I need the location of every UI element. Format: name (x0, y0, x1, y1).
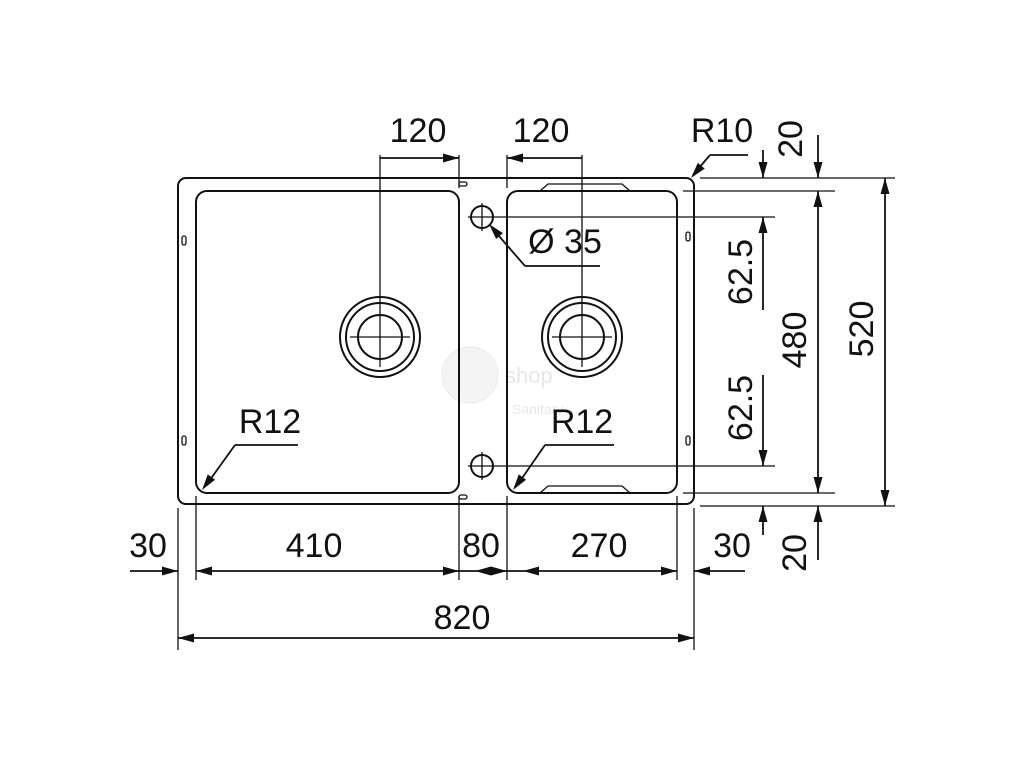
dim-label: 410 (286, 527, 343, 565)
dim-overall-width: 820 (178, 599, 694, 643)
left-drain (339, 155, 421, 378)
left-bowl (195, 190, 460, 494)
watermark-logo-icon (441, 346, 499, 404)
dim-label: 80 (462, 527, 500, 565)
dim-label: 20 (776, 534, 814, 572)
dim-label: 820 (434, 599, 491, 637)
dim-top-right-120: 120 (507, 112, 582, 163)
watermark-subtext: Sanitary (512, 401, 563, 417)
dim-vertical-520: 520 (843, 178, 890, 506)
sink-outline (177, 177, 695, 505)
extension-lines (177, 155, 895, 650)
dim-label: 30 (713, 527, 751, 565)
dim-label: 62.5 (722, 375, 760, 441)
tap-hole-bottom (468, 452, 496, 480)
dim-vertical-62-5-column: 62.5 62.5 (722, 150, 768, 535)
dim-label: 480 (776, 312, 814, 369)
overflow-slot (685, 231, 691, 242)
dim-label: Ø 35 (528, 223, 602, 261)
dim-label: 120 (390, 112, 447, 150)
dim-tap-hole-diameter: Ø 35 (485, 221, 602, 267)
dim-label: 20 (772, 120, 810, 158)
dim-r10: R10 (687, 112, 753, 181)
watermark: shop Sanitary (441, 346, 563, 417)
dim-label: 62.5 (722, 239, 760, 305)
overflow-slot (181, 435, 187, 446)
overflow-slot (685, 435, 691, 446)
dim-label: R12 (239, 403, 301, 441)
overflow-slot (181, 235, 187, 246)
dim-right-r12: R12 (509, 403, 614, 493)
dim-left-r12: R12 (198, 403, 301, 493)
watermark-text: shop (505, 363, 553, 388)
dim-bottom-row: 30 410 80 270 30 (129, 527, 751, 576)
dim-vertical-480-column: 20 480 20 (772, 120, 823, 572)
sink-outer-edge (177, 177, 695, 505)
overflow-slot (458, 494, 468, 500)
dim-label: 120 (513, 112, 570, 150)
right-bowl-bottom-ridge (538, 485, 632, 494)
right-bowl-top-ridge (538, 183, 632, 192)
dim-label: 520 (843, 301, 881, 358)
right-drain (541, 155, 623, 378)
dim-top-left-120: 120 (380, 112, 459, 163)
dim-label: R10 (691, 112, 753, 150)
dim-label: 30 (129, 527, 167, 565)
dim-label: 270 (571, 527, 628, 565)
dim-label: R12 (551, 403, 613, 441)
overflow-slot (458, 181, 468, 187)
tap-hole-top (468, 203, 496, 231)
